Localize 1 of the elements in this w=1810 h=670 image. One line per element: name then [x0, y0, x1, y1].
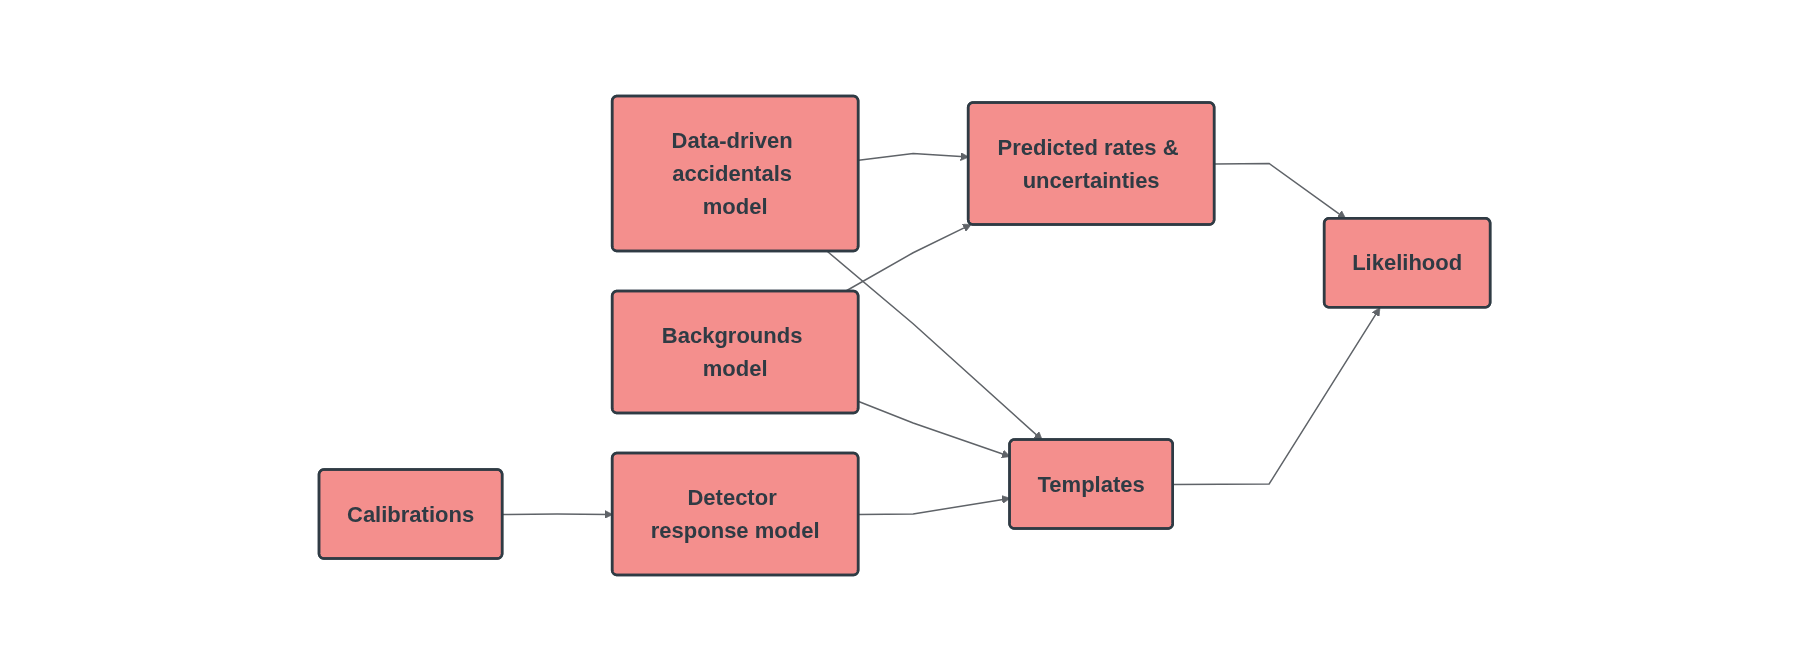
arrow — [827, 250, 1044, 440]
